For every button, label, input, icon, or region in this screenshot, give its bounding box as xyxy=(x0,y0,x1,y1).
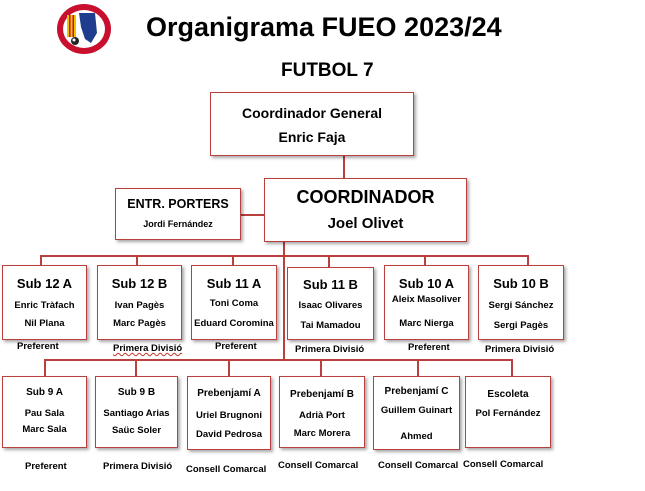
team-coach: Uriel Brugnoni xyxy=(196,410,262,421)
team-level-sub11b: Primera Divisió xyxy=(295,344,365,355)
coordinator-role: COORDINADOR xyxy=(296,187,435,207)
team-coach: Aleix Masoliver xyxy=(391,294,462,305)
team-coach: Tai Mamadou xyxy=(300,320,361,331)
team-coach: Marc Nierga xyxy=(399,318,454,329)
connector-row2-drop-4 xyxy=(320,359,322,377)
team-card-sub10a: Sub 10 A Aleix Masoliver Marc Nierga xyxy=(384,265,469,340)
connector-row2-drop-3 xyxy=(228,359,230,377)
team-name: Sub 9 A xyxy=(26,387,63,398)
connector-row1-drop-1 xyxy=(40,255,42,265)
connector-row1-drop-5 xyxy=(424,255,426,265)
team-card-sub10b: Sub 10 B Sergi Sánchez Sergi Pagès xyxy=(478,265,564,340)
team-name: Prebenjamí A xyxy=(197,388,261,399)
coordinator-general-box: Coordinador General Enric Faja xyxy=(210,92,414,156)
connector-row1-drop-6 xyxy=(527,255,529,265)
team-name: Sub 10 A xyxy=(398,276,455,291)
team-coach: Marc Pagès xyxy=(113,318,166,329)
team-level-sub12a: Preferent xyxy=(17,341,59,352)
team-card-prebenjami-c: Prebenjamí C Guillem Guinart Ahmed xyxy=(373,376,460,450)
team-card-escoleta: Escoleta Pol Fernández xyxy=(465,376,551,448)
coordinator-name: Joel Olivet xyxy=(327,215,404,232)
team-coach: Santiago Arias xyxy=(103,408,170,419)
connector-row2-bar xyxy=(44,359,512,361)
team-coach: Enric Tràfach xyxy=(14,300,75,311)
team-level-sub10b: Primera Divisió xyxy=(485,344,555,355)
team-name: Sub 12 B xyxy=(111,276,168,291)
connector-row1-drop-3 xyxy=(232,255,234,265)
team-coach: Isaac Olivares xyxy=(298,300,363,311)
connector-coord-trunk xyxy=(283,241,285,359)
connector-row2-drop-5 xyxy=(417,359,419,377)
coordinator-general-role: Coordinador General xyxy=(241,105,383,121)
goalkeeper-trainer-name: Jordi Fernández xyxy=(143,219,213,229)
connector-row1-bar xyxy=(40,255,528,257)
team-card-sub11a: Sub 11 A Toni Coma Eduard Coromina xyxy=(191,265,277,340)
club-logo xyxy=(57,4,111,54)
connector-row2-drop-6 xyxy=(511,359,513,377)
team-coach: Pau Sala xyxy=(24,408,65,419)
team-coach: Saüc Soler xyxy=(111,425,162,436)
team-coach: Toni Coma xyxy=(209,298,259,309)
team-level-sub11a: Preferent xyxy=(215,341,257,352)
team-name: Sub 10 B xyxy=(493,276,549,291)
connector-row1-drop-2 xyxy=(136,255,138,265)
team-name: Prebenjamí C xyxy=(384,386,449,397)
team-card-sub9a: Sub 9 A Pau Sala Marc Sala xyxy=(2,376,87,448)
team-coach: Sergi Sánchez xyxy=(488,300,554,311)
team-name: Sub 12 A xyxy=(16,276,73,291)
goalkeeper-trainer-box: ENTR. PORTERS Jordi Fernández xyxy=(115,188,241,240)
team-coach: Eduard Coromina xyxy=(194,318,274,329)
team-coach: Pol Fernández xyxy=(475,408,541,419)
team-level-sub10a: Preferent xyxy=(408,342,450,353)
team-name: Prebenjamí B xyxy=(290,389,354,400)
page-subtitle: FUTBOL 7 xyxy=(281,60,374,81)
connector-general-to-coord xyxy=(343,155,345,178)
connector-row2-drop-2 xyxy=(135,359,137,377)
team-card-sub12a: Sub 12 A Enric Tràfach Nil Plana xyxy=(2,265,87,340)
team-level-prebenjami-c: Consell Comarcal xyxy=(378,460,459,471)
team-level-sub9a: Preferent xyxy=(25,461,67,472)
team-coach: Sergi Pagès xyxy=(493,320,549,331)
team-coach: Ivan Pagès xyxy=(114,300,165,311)
coordinator-box: COORDINADOR Joel Olivet xyxy=(264,178,467,242)
team-card-prebenjami-b: Prebenjamí B Adrià Port Marc Morera xyxy=(279,376,365,448)
team-card-sub11b: Sub 11 B Isaac Olivares Tai Mamadou xyxy=(287,267,374,340)
team-coach: Marc Sala xyxy=(22,424,67,435)
team-coach: Adrià Port xyxy=(299,410,345,421)
team-coach: Ahmed xyxy=(400,431,433,442)
goalkeeper-trainer-role: ENTR. PORTERS xyxy=(127,197,229,211)
connector-coord-to-porters xyxy=(240,214,265,216)
connector-row1-drop-4 xyxy=(328,255,330,267)
team-coach: Marc Morera xyxy=(293,428,351,439)
team-name: Sub 11 A xyxy=(206,276,262,291)
team-card-sub12b: Sub 12 B Ivan Pagès Marc Pagès xyxy=(97,265,182,340)
team-level-prebenjami-a: Consell Comarcal xyxy=(186,464,267,475)
team-level-sub12b: Primera Divisió xyxy=(113,343,183,354)
coordinator-general-name: Enric Faja xyxy=(278,129,346,145)
team-level-prebenjami-b: Consell Comarcal xyxy=(278,460,359,471)
team-level-escoleta: Consell Comarcal xyxy=(463,459,544,470)
team-name: Sub 11 B xyxy=(303,277,358,292)
team-name: Escoleta xyxy=(487,389,529,400)
team-card-prebenjami-a: Prebenjamí A Uriel Brugnoni David Pedros… xyxy=(187,376,271,450)
connector-row2-drop-1 xyxy=(44,359,46,377)
team-coach: Guillem Guinart xyxy=(380,405,453,416)
team-coach: David Pedrosa xyxy=(196,429,262,440)
team-card-sub9b: Sub 9 B Santiago Arias Saüc Soler xyxy=(95,376,178,448)
team-level-sub9b: Primera Divisió xyxy=(103,461,173,472)
team-coach: Nil Plana xyxy=(24,318,65,329)
page-title: Organigrama FUEO 2023/24 xyxy=(146,12,502,42)
team-name: Sub 9 B xyxy=(117,387,156,398)
